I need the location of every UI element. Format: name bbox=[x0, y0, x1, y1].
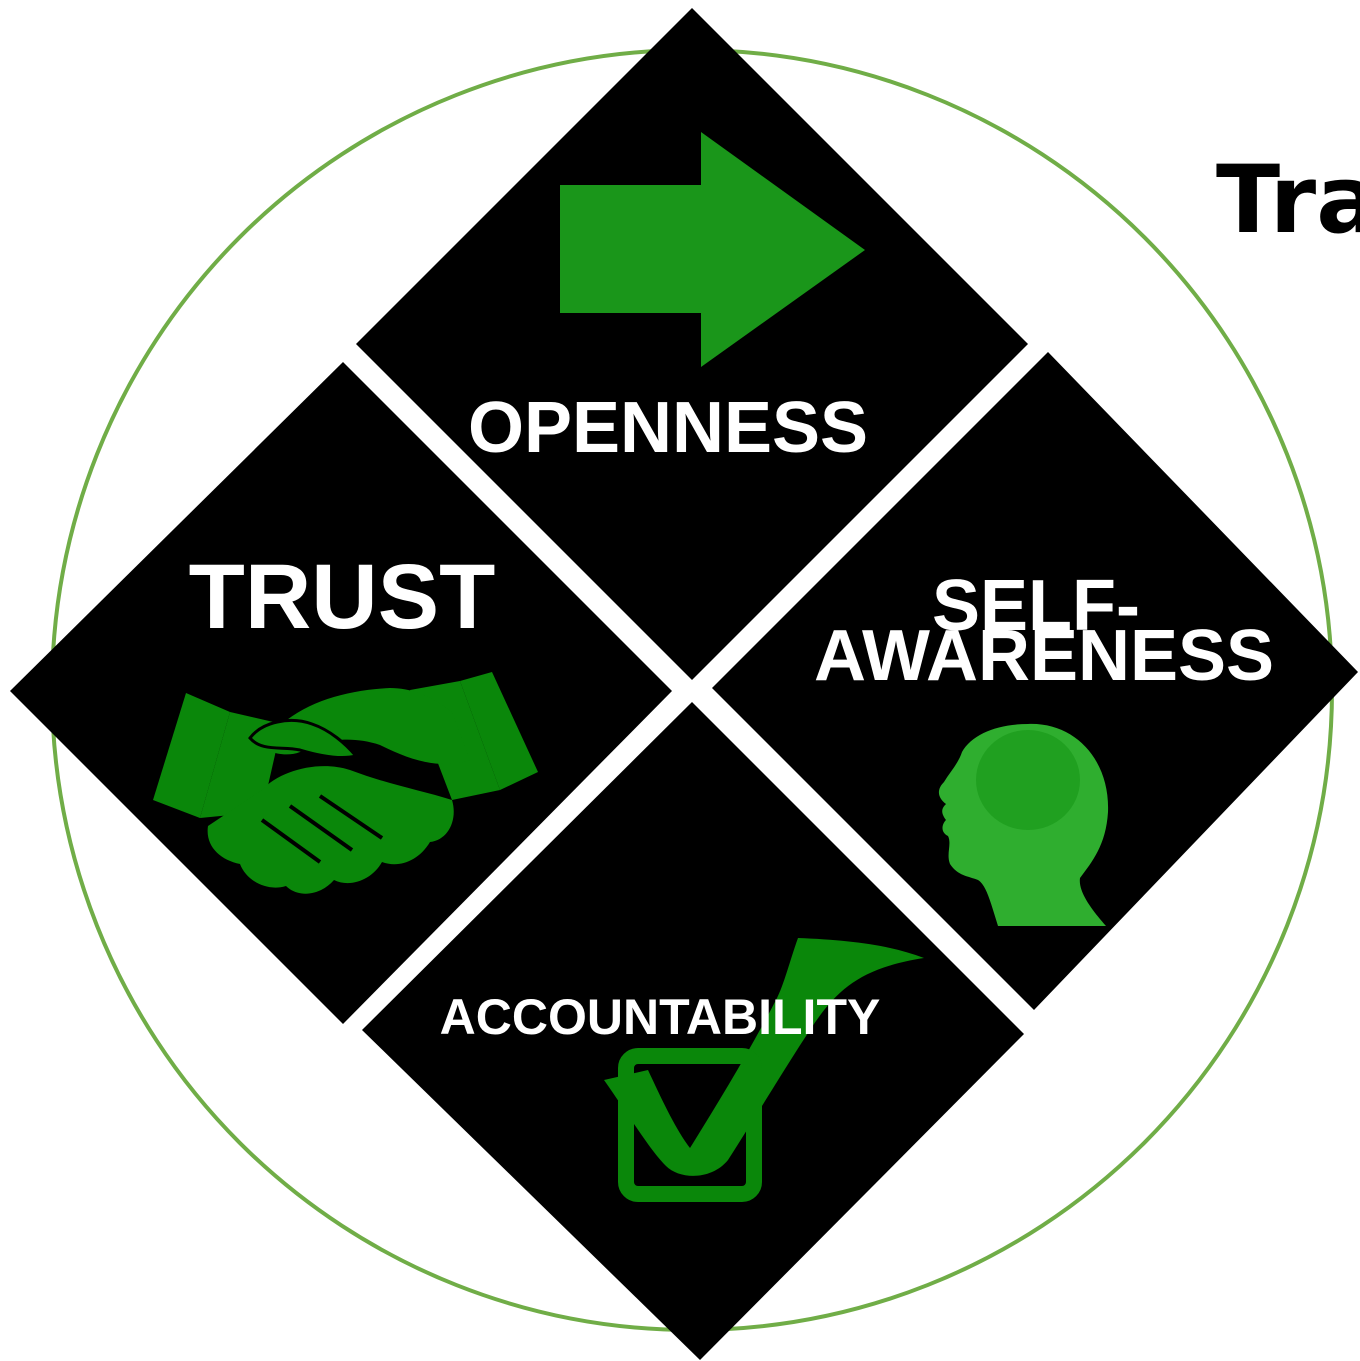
openness-label: OPENNESS bbox=[468, 388, 868, 468]
trust-label: TRUST bbox=[189, 546, 496, 648]
title-fragment: Tra bbox=[1216, 146, 1360, 255]
openness-icon bbox=[560, 132, 865, 367]
handshake-icon bbox=[153, 672, 538, 894]
accountability-label: ACCOUNTABILITY bbox=[440, 989, 881, 1045]
trust-diamond bbox=[10, 362, 672, 1024]
arrow-right-icon bbox=[560, 132, 865, 367]
self-awareness-label-line1: SELF- bbox=[932, 566, 1140, 646]
self-awareness-diamond bbox=[712, 352, 1358, 1010]
self-awareness-label-line2: AWARENESS bbox=[814, 616, 1274, 696]
head-profile-icon bbox=[938, 723, 1109, 926]
accountability-diamond bbox=[362, 702, 1024, 1360]
openness-diamond bbox=[356, 8, 1028, 680]
checkbox-check-icon bbox=[604, 938, 924, 1202]
